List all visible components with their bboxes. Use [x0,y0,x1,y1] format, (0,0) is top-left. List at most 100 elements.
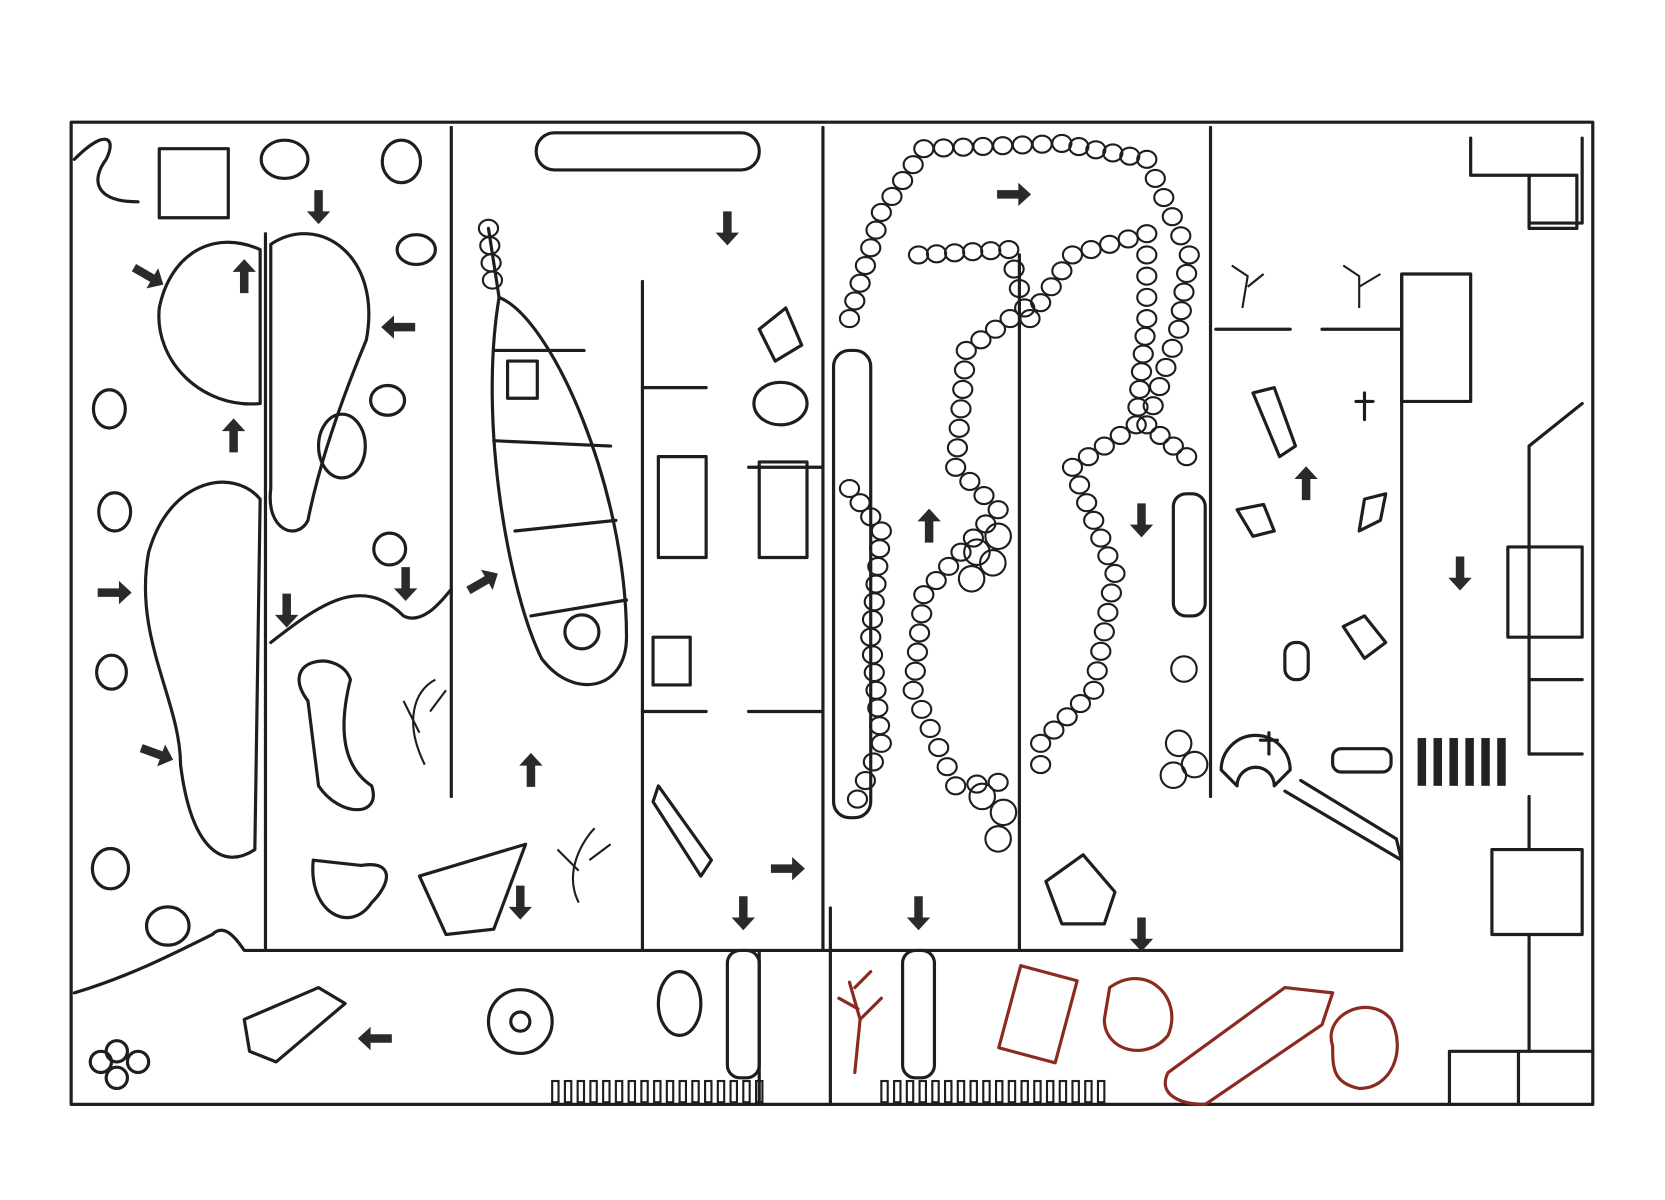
pebble [1051,133,1073,153]
fence-post [880,1079,889,1104]
fence-post [1058,1079,1068,1104]
tombstone-icon [1214,327,1404,862]
pebble [1080,240,1102,260]
pebble [1161,338,1183,358]
arrow-icon [393,567,418,602]
fence-post [1007,1079,1017,1104]
pebble [1031,134,1053,154]
pebble [1056,707,1078,727]
pebble [844,291,866,311]
arrow-icon [731,896,755,931]
pebble [1069,693,1092,714]
pebble [962,528,984,548]
pebble [849,273,871,293]
pebble [1130,362,1153,382]
pebble [481,270,504,290]
pebble-path [477,133,1200,809]
pebble [1168,319,1190,339]
pebble [937,556,960,576]
arrow-icon [715,211,740,246]
pebble [1161,207,1183,227]
pebble [1144,168,1166,188]
pebble [1153,187,1175,208]
pebble [1083,680,1105,700]
pebble [959,471,981,491]
pebble [987,500,1009,520]
pebble [1117,229,1139,249]
fence-post [602,1079,611,1104]
pebble [904,661,926,681]
pebble [952,137,974,157]
pebble [919,718,941,739]
pebble [865,220,887,240]
pebble [881,186,903,207]
pebble [860,238,882,258]
fence-post [563,1079,573,1104]
top-left-curve [72,137,140,204]
pebble [928,738,950,758]
pebble [1030,755,1052,775]
pebble [1178,245,1200,265]
pebble [1051,261,1073,281]
pebble [870,202,892,222]
rowboat-icon [417,842,528,937]
fence-post [905,1079,915,1104]
pebble [908,623,931,643]
pebble [1176,263,1198,284]
fence-post [627,1079,637,1104]
fence [551,1079,1106,1104]
pebble [1097,546,1119,566]
bush-icon [402,264,1381,904]
boulders [957,522,1209,853]
pebble [1102,143,1124,163]
pebble [1003,259,1025,279]
pebble [861,609,884,630]
pebble [480,253,502,273]
fence-post [742,1079,751,1104]
fence-post [729,1079,738,1104]
pebble [868,539,891,559]
fence-post [691,1079,700,1104]
fence-post [1084,1079,1093,1104]
pillar-icon [725,348,1207,1080]
pebble [861,645,884,665]
pebble [950,399,972,419]
pebble [854,770,877,791]
arrow-icon [1129,503,1154,538]
arrow-icon [466,569,498,595]
pebble [932,138,955,158]
misc-objects [242,306,1117,1064]
pebble [945,776,967,796]
pebble [925,570,947,591]
pebble [953,360,976,380]
pebble [911,604,933,624]
arrow-icon [770,856,805,881]
pebble [973,486,995,506]
arrow-icon [275,593,299,628]
fence-post [576,1079,586,1104]
pebble [846,789,869,809]
arrow-icon [508,885,532,920]
arrow-icon [381,315,416,339]
fence-post [640,1079,649,1104]
red-face-icon [1329,1006,1399,1091]
pebble [952,379,974,399]
pebble [1134,326,1156,346]
pebble [1030,733,1052,753]
pebble [1090,641,1112,661]
fence-post [653,1079,662,1104]
pebble [891,171,914,191]
pebble [906,642,929,662]
fence-post [969,1079,978,1104]
pebble [1170,226,1192,246]
arrow-icon [97,580,132,605]
pebble [1149,425,1171,445]
pebble [902,680,924,700]
arrow-icon [906,896,931,931]
pebble [863,663,885,683]
pebble [1040,277,1062,297]
pebble [1129,379,1151,399]
pebble [1104,563,1126,584]
pebble [1136,287,1158,307]
